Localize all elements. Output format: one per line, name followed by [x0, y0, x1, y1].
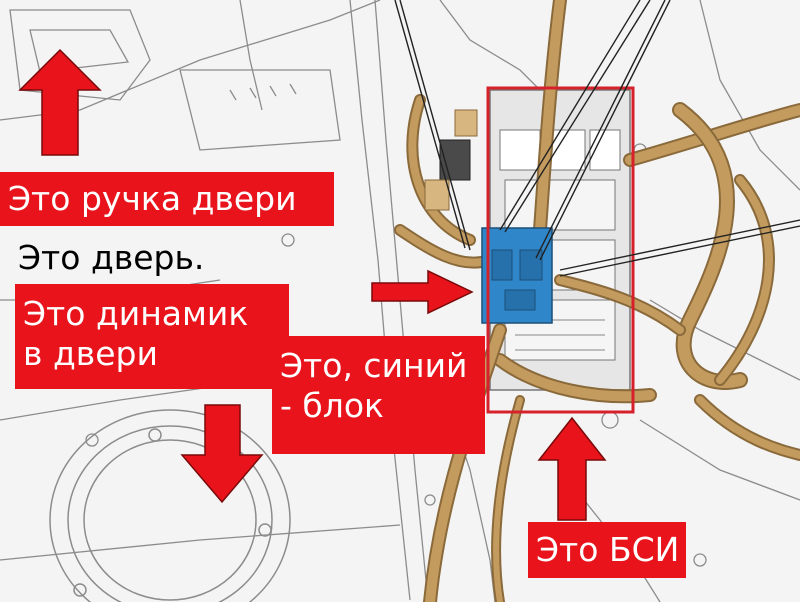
blue-block-label: Это, синий - блок — [272, 336, 485, 454]
speaker-label-line1: Это динамик — [23, 294, 249, 333]
wire-harness — [394, 0, 800, 602]
door-handle-label: Это ручка двери — [0, 172, 334, 226]
bsi-label: Это БСИ — [528, 522, 686, 578]
speaker-label-line2: в двери — [23, 334, 158, 373]
down-arrow-icon — [180, 404, 264, 504]
blue-connector-block — [481, 227, 553, 324]
blue-block-label-line2: - блок — [280, 386, 384, 425]
door-label: Это дверь. — [18, 238, 205, 277]
speaker-label: Это динамик в двери — [15, 284, 289, 389]
harness-connectors — [424, 109, 478, 211]
up-arrow-icon — [18, 48, 102, 156]
blue-block-label-line1: Это, синий — [280, 346, 468, 385]
leader-lines — [394, 0, 800, 277]
up-arrow-icon — [537, 416, 607, 521]
speaker-ring — [49, 409, 291, 602]
right-arrow-icon — [371, 269, 474, 315]
bsi-highlight-box — [486, 86, 635, 414]
